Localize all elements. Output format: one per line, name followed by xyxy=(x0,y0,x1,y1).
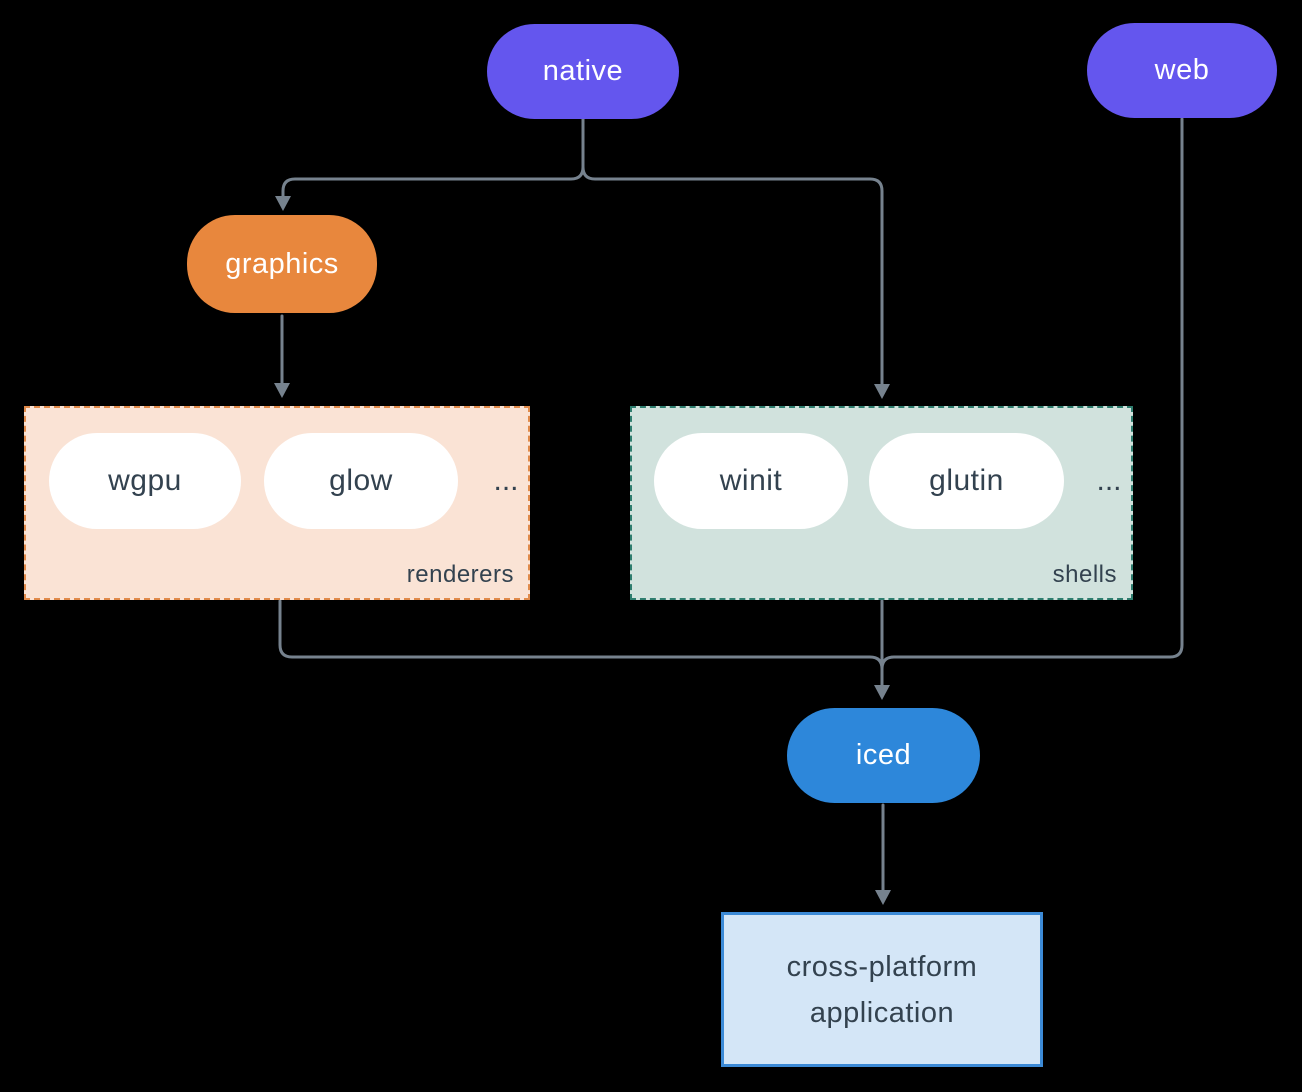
edge-native-shells xyxy=(581,117,884,387)
arrowhead-application xyxy=(875,890,891,905)
renderers-group-label: renderers xyxy=(406,561,514,588)
node-wgpu-label: wgpu xyxy=(108,464,182,497)
node-web: web xyxy=(1087,23,1277,118)
group-shells: winit glutin ... shells xyxy=(630,406,1133,600)
arrowhead-renderers xyxy=(274,383,290,398)
application-label-line1: cross-platform xyxy=(786,950,978,983)
arrowhead-iced xyxy=(874,685,890,700)
node-glutin: glutin xyxy=(869,433,1064,529)
arrowhead-shells xyxy=(874,384,890,399)
edge-renderers-iced xyxy=(278,599,884,671)
node-winit-label: winit xyxy=(719,464,783,497)
node-iced-label: iced xyxy=(855,739,912,771)
node-winit: winit xyxy=(654,433,848,529)
shells-ellipsis: ... xyxy=(1096,464,1122,497)
node-wgpu: wgpu xyxy=(49,433,241,529)
node-glow-label: glow xyxy=(329,464,393,497)
node-iced: iced xyxy=(787,708,980,803)
node-glow: glow xyxy=(264,433,458,529)
application-label-line2: application xyxy=(809,996,955,1029)
node-cross-platform-application: cross-platform application xyxy=(721,912,1043,1067)
node-graphics-label: graphics xyxy=(225,247,339,280)
arrowhead-graphics xyxy=(275,196,291,211)
shells-group-label: shells xyxy=(1052,561,1117,588)
edge-native-graphics xyxy=(281,117,585,199)
renderers-ellipsis: ... xyxy=(493,464,519,497)
node-native-label: native xyxy=(542,55,624,87)
node-graphics: graphics xyxy=(187,215,377,313)
group-renderers: wgpu glow ... renderers xyxy=(24,406,530,600)
node-web-label: web xyxy=(1154,54,1210,86)
node-native: native xyxy=(487,24,679,119)
node-glutin-label: glutin xyxy=(929,464,1004,497)
